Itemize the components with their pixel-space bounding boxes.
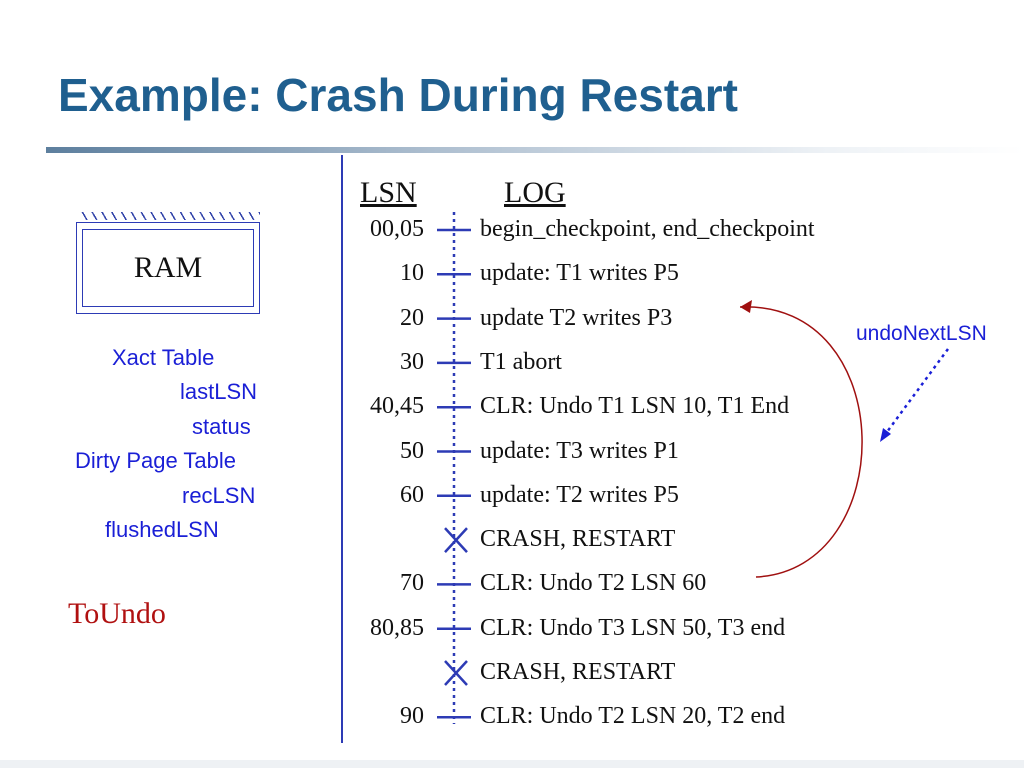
undonextlsn-annotation: undoNextLSN	[856, 322, 987, 345]
ram-box-inner: RAM	[82, 229, 254, 307]
log-entry: CLR: Undo T2 LSN 60	[480, 570, 707, 597]
log-entry: T1 abort	[480, 348, 562, 375]
crash-x-marker	[444, 660, 468, 686]
lsn-column-header: LSN	[360, 176, 417, 209]
log-entry: CLR: Undo T3 LSN 50, T3 end	[480, 614, 786, 641]
reclsn-label: recLSN	[182, 483, 256, 508]
timeline-markers	[437, 228, 471, 719]
log-lsn: 00,05	[370, 216, 424, 242]
log-entry: CLR: Undo T2 LSN 20, T2 end	[480, 703, 786, 730]
log-lsn: 50	[400, 437, 424, 464]
log-lsn: 10	[400, 260, 424, 287]
log-lsn: 80,85	[370, 614, 424, 641]
log-lsn: 40,45	[370, 393, 424, 420]
dirty-page-table-label: Dirty Page Table	[75, 448, 237, 473]
crash-x-marker	[444, 527, 468, 553]
log-lsn: 70	[400, 570, 424, 597]
page-title: Example: Crash During Restart	[58, 69, 738, 121]
column-divider	[341, 155, 343, 743]
ram-box: RAM	[76, 222, 260, 314]
annotation-pointer-head	[880, 428, 891, 442]
flushedlsn-label: flushedLSN	[105, 517, 219, 542]
log-entry: update T2 writes P3	[480, 304, 673, 331]
xact-table-label: Xact Table	[112, 345, 215, 370]
log-lsn: 90	[400, 703, 424, 730]
log-entry: update: T1 writes P5	[480, 260, 679, 287]
ram-label: RAM	[133, 251, 203, 284]
log-crash-entry: CRASH, RESTART	[480, 659, 676, 685]
status-label: status	[192, 414, 251, 439]
lastlsn-label: lastLSN	[180, 379, 258, 404]
log-crash-entry: CRASH, RESTART	[480, 526, 676, 553]
title-underline	[46, 147, 1024, 153]
log-lsn: 30	[400, 348, 424, 375]
toundo-label: ToUndo	[68, 597, 166, 630]
log-entry: update: T3 writes P1	[480, 437, 679, 464]
log-entry: update: T2 writes P5	[480, 481, 679, 508]
log-column-header: LOG	[504, 176, 566, 209]
log-entry: begin_checkpoint, end_checkpoint	[480, 216, 815, 242]
footer-band	[0, 760, 1024, 768]
ram-hatch-pattern	[78, 212, 260, 220]
annotation-pointer	[882, 348, 950, 437]
log-lsn: 20	[400, 304, 424, 331]
log-lsn: 60	[400, 481, 424, 508]
undo-next-arrowhead	[740, 300, 752, 313]
undo-next-arrow	[739, 306, 863, 578]
log-entry: CLR: Undo T1 LSN 10, T1 End	[480, 393, 790, 420]
